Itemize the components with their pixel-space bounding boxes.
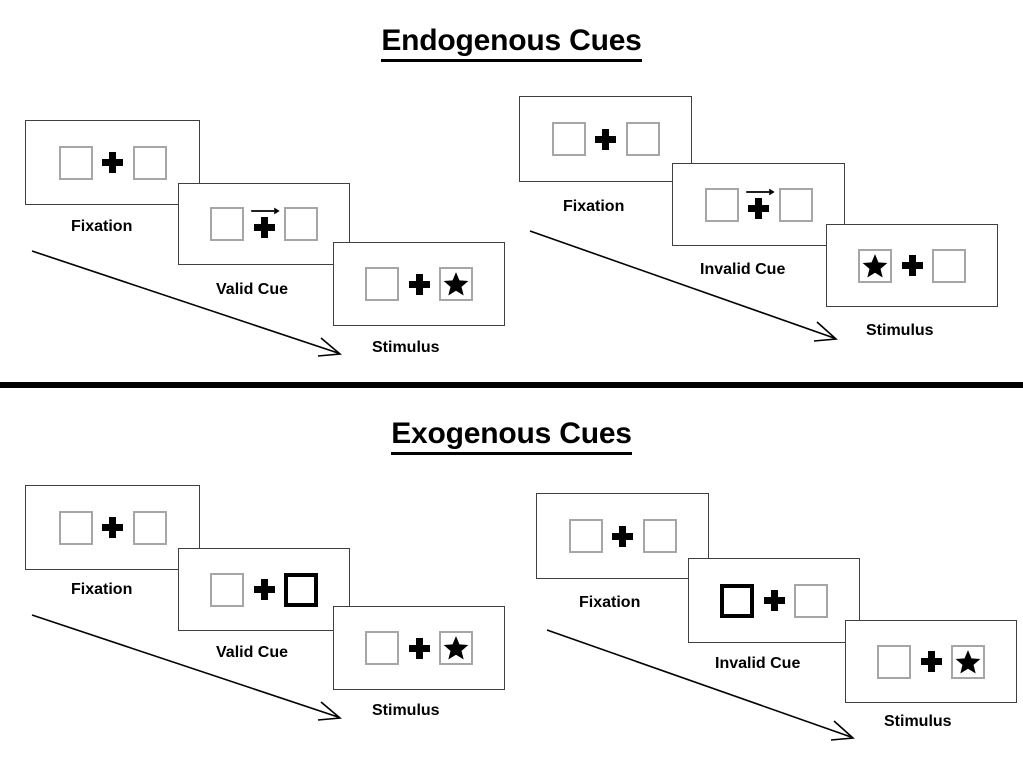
stage-label-valid-cue: Valid Cue — [216, 644, 289, 661]
target-box-right — [439, 631, 473, 665]
panel-endo-invalid-cue — [672, 163, 845, 246]
section-title-exogenous-text: Exogenous Cues — [391, 417, 632, 455]
stage-label-stimulus: Stimulus — [884, 713, 952, 730]
stage-label-fixation: Fixation — [563, 198, 625, 215]
placeholder-box-right — [932, 248, 966, 283]
placeholder-box-left — [210, 207, 244, 241]
fixation-cross-icon — [763, 590, 785, 611]
section-divider — [0, 382, 1023, 388]
placeholder-box-right — [132, 145, 167, 180]
placeholder-box-left — [58, 145, 93, 180]
fixation-cross-icon — [102, 517, 123, 538]
stage-label-fixation: Fixation — [71, 218, 133, 235]
stage-label-invalid-cue: Invalid Cue — [715, 655, 801, 672]
placeholder-box-right — [284, 207, 318, 241]
stage-label-stimulus: Stimulus — [866, 322, 934, 339]
section-title-endogenous-text: Endogenous Cues — [381, 24, 642, 62]
panel-exo-invalid-stimulus — [845, 620, 1017, 703]
display-content — [210, 204, 318, 244]
fixation-cross-icon — [408, 273, 430, 295]
fixation-cross-slot — [754, 581, 794, 621]
fixation-cross-slot — [244, 204, 284, 244]
panel-exo-valid-cue — [178, 548, 350, 631]
placeholder-box-left — [877, 644, 911, 679]
star-icon — [443, 636, 469, 660]
target-box-right — [439, 267, 473, 301]
cued-box-right — [284, 572, 318, 607]
placeholder-box-right — [132, 510, 167, 545]
placeholder-box-left — [365, 267, 399, 301]
stage-label-stimulus: Stimulus — [372, 339, 440, 356]
display-content — [58, 143, 167, 183]
display-content — [58, 508, 167, 548]
display-content — [720, 581, 828, 621]
display-content — [877, 642, 985, 682]
display-content — [858, 246, 966, 286]
fixation-cross-slot — [93, 143, 133, 183]
panel-endo-invalid-fixation — [519, 96, 692, 182]
star-icon — [955, 649, 981, 673]
time-flow-arrow-icon — [31, 250, 342, 357]
placeholder-box-left — [210, 572, 244, 607]
placeholder-box-left — [365, 631, 399, 665]
placeholder-box-right — [778, 187, 813, 222]
fixation-cross-slot — [399, 628, 439, 668]
cued-box-left — [720, 583, 754, 618]
fixation-cross-slot — [603, 516, 643, 556]
section-title-endogenous: Endogenous Cues — [0, 24, 1023, 62]
fixation-cross-slot — [399, 264, 439, 304]
stage-label-stimulus: Stimulus — [372, 702, 440, 719]
time-flow-arrow-icon — [529, 230, 838, 342]
placeholder-box-right — [625, 122, 660, 156]
fixation-cross-icon — [595, 128, 616, 150]
placeholder-box-right — [794, 583, 828, 618]
fixation-cross-slot — [892, 246, 932, 286]
fixation-cross-icon — [408, 637, 430, 659]
panel-endo-valid-stimulus — [333, 242, 505, 326]
target-box-left — [858, 248, 892, 283]
panel-endo-valid-cue — [178, 183, 350, 265]
stage-label-valid-cue: Valid Cue — [216, 281, 289, 298]
panel-exo-invalid-fixation — [536, 493, 709, 579]
fixation-cross-icon — [253, 579, 275, 600]
fixation-cross-slot — [93, 508, 133, 548]
stage-label-fixation: Fixation — [71, 581, 133, 598]
display-content — [568, 516, 677, 556]
fixation-cross-slot — [911, 642, 951, 682]
target-box-right — [951, 644, 985, 679]
fixation-cross-icon — [253, 217, 275, 238]
stage-label-fixation: Fixation — [579, 594, 641, 611]
placeholder-box-left — [704, 187, 739, 222]
display-content — [704, 185, 813, 225]
arrow-right-cue-icon — [251, 207, 280, 215]
star-icon — [862, 253, 888, 277]
section-title-exogenous: Exogenous Cues — [0, 417, 1023, 455]
placeholder-box-left — [568, 519, 603, 553]
placeholder-box-left — [58, 510, 93, 545]
panel-exo-invalid-cue — [688, 558, 860, 643]
panel-endo-invalid-stimulus — [826, 224, 998, 307]
fixation-cross-slot — [244, 570, 284, 610]
fixation-cross-icon — [102, 152, 123, 173]
panel-endo-valid-fixation — [25, 120, 200, 205]
star-icon — [443, 272, 469, 296]
fixation-cross-icon — [748, 197, 769, 219]
arrow-right-cue-icon — [745, 188, 775, 195]
display-content — [365, 264, 473, 304]
display-content — [365, 628, 473, 668]
stage-label-invalid-cue: Invalid Cue — [700, 261, 786, 278]
time-flow-arrow-icon — [546, 629, 855, 741]
placeholder-box-right — [642, 519, 677, 553]
panel-exo-valid-stimulus — [333, 606, 505, 690]
fixation-cross-slot — [586, 119, 626, 159]
display-content — [551, 119, 660, 159]
display-content — [210, 570, 318, 610]
fixation-cross-slot — [739, 185, 779, 225]
fixation-cross-icon — [612, 525, 633, 547]
panel-exo-valid-fixation — [25, 485, 200, 570]
placeholder-box-left — [551, 122, 586, 156]
fixation-cross-icon — [901, 255, 923, 276]
fixation-cross-icon — [920, 651, 942, 672]
